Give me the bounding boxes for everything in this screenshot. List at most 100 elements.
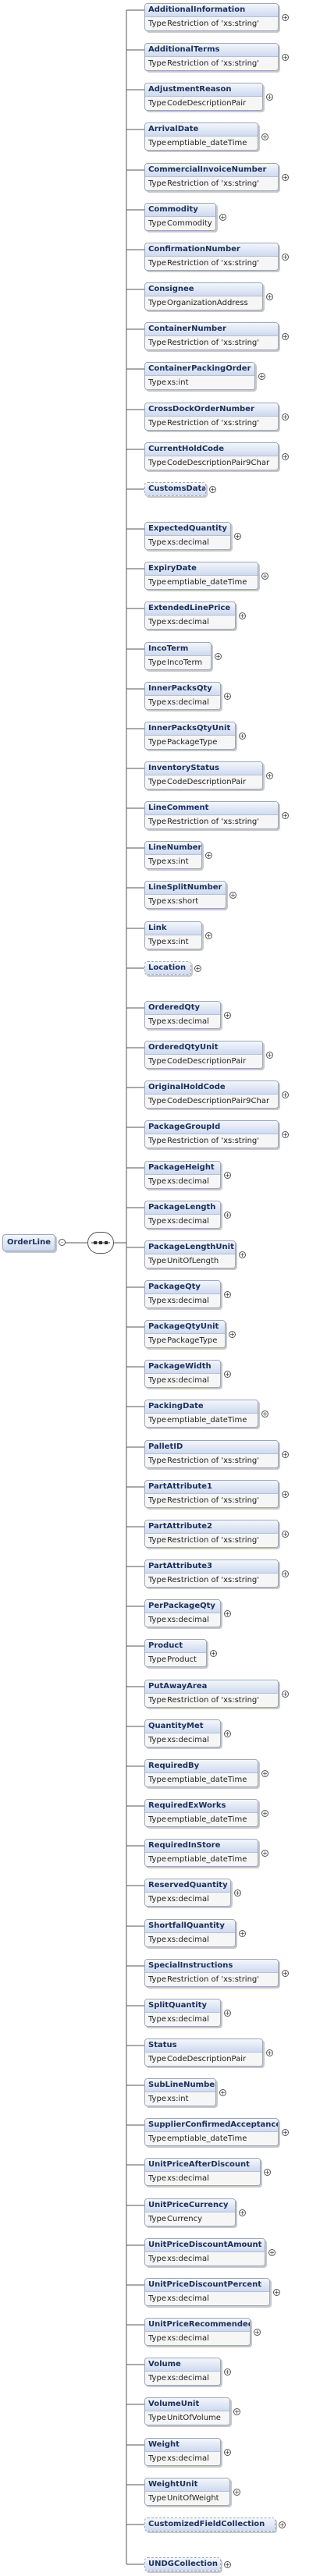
expand-icon[interactable]: +	[282, 453, 289, 460]
expand-icon[interactable]: +	[282, 254, 289, 261]
expand-icon[interactable]: +	[282, 1131, 289, 1138]
expand-icon[interactable]: +	[282, 413, 289, 420]
expand-icon[interactable]: +	[224, 1371, 231, 1378]
expand-icon[interactable]: +	[282, 1451, 289, 1458]
expand-icon[interactable]: +	[219, 214, 226, 221]
expand-icon[interactable]: +	[264, 2169, 271, 2176]
expand-icon[interactable]: +	[239, 733, 246, 740]
expand-icon[interactable]: +	[279, 2521, 286, 2528]
expand-icon[interactable]: +	[224, 1212, 231, 1219]
expand-icon[interactable]: +	[273, 2289, 280, 2296]
expand-icon[interactable]: +	[282, 14, 289, 21]
expand-icon[interactable]: +	[210, 1650, 217, 1657]
expand-icon[interactable]: +	[194, 965, 201, 972]
expand-icon[interactable]: +	[261, 133, 268, 140]
expand-icon[interactable]: +	[282, 1570, 289, 1577]
expand-icon[interactable]: +	[239, 2209, 246, 2216]
root-expand-icon[interactable]: -	[59, 1239, 66, 1246]
expand-icon[interactable]: +	[282, 812, 289, 819]
expand-icon[interactable]: +	[209, 486, 216, 493]
expand-icon[interactable]: +	[215, 653, 222, 660]
root-element-box[interactable]: OrderLine	[2, 1234, 55, 1251]
expand-icon[interactable]: +	[239, 612, 246, 619]
expand-icon[interactable]: +	[258, 373, 265, 380]
expand-icon[interactable]: +	[229, 1331, 236, 1338]
expand-icon[interactable]: +	[224, 1730, 231, 1737]
sequence-compositor[interactable]	[87, 1232, 114, 1254]
element-box-customsdata[interactable]: CustomsData	[144, 482, 206, 496]
expand-icon[interactable]: +	[239, 1251, 246, 1258]
element-box-location[interactable]: Location	[144, 961, 191, 975]
expand-icon[interactable]: +	[261, 573, 268, 580]
element-box-customizedfieldcollection[interactable]: CustomizedFieldCollection	[144, 2517, 276, 2532]
expand-icon[interactable]: +	[239, 1930, 246, 1937]
expand-icon[interactable]: +	[282, 54, 289, 61]
expand-icon[interactable]: +	[261, 1770, 268, 1777]
expand-icon[interactable]: +	[266, 772, 273, 779]
expand-icon[interactable]: +	[224, 1172, 231, 1179]
expand-icon[interactable]: +	[282, 1691, 289, 1698]
expand-icon[interactable]: +	[224, 1291, 231, 1298]
element-box-undgcollection[interactable]: UNDGCollection	[144, 2557, 221, 2571]
expand-icon[interactable]: +	[254, 2329, 261, 2336]
expand-icon[interactable]: +	[282, 2129, 289, 2136]
expand-icon[interactable]: +	[282, 174, 289, 181]
expand-icon[interactable]: +	[224, 2368, 231, 2376]
expand-icon[interactable]: +	[282, 1091, 289, 1098]
expand-icon[interactable]: +	[229, 892, 236, 899]
expand-icon[interactable]: +	[233, 2489, 240, 2496]
expand-icon[interactable]: +	[224, 1012, 231, 1019]
expand-icon[interactable]: +	[261, 1810, 268, 1817]
expand-icon[interactable]: +	[282, 1970, 289, 1977]
expand-icon[interactable]: +	[205, 852, 212, 859]
expand-icon[interactable]: +	[219, 2089, 226, 2096]
expand-icon[interactable]: +	[282, 1531, 289, 1538]
expand-icon[interactable]: +	[224, 2010, 231, 2017]
